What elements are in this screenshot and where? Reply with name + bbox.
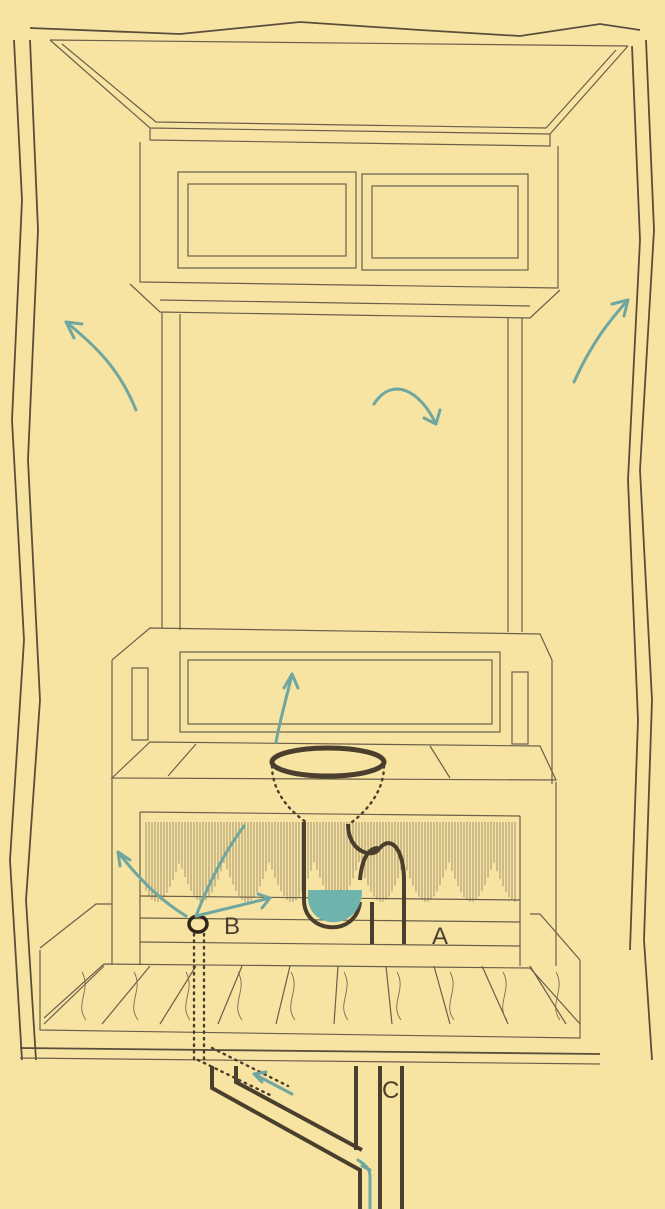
soil-pipe-C <box>210 1066 404 1209</box>
label-A: A <box>432 923 448 950</box>
seat-top <box>110 741 557 781</box>
ceiling-cornice <box>49 39 629 147</box>
wall-opening-outline <box>9 21 655 1061</box>
floor-plank-grain <box>43 965 567 1025</box>
airflow-arrow-center <box>372 387 438 426</box>
seat-opening <box>269 745 387 779</box>
water-seal <box>308 890 362 923</box>
airflow-arrow-in-pipe <box>252 1070 294 1096</box>
airflow-arrow-right <box>572 298 630 384</box>
label-C: C <box>382 1077 399 1104</box>
airflow-arrow-from-vent <box>194 824 246 918</box>
seat-back <box>111 627 553 784</box>
hopper-outline <box>270 764 386 824</box>
airflow-arrow-left <box>64 320 138 412</box>
airflow-arrow-up-from-seat <box>274 672 294 744</box>
airflow-arrows <box>64 298 630 1209</box>
floor-boards <box>19 903 601 1065</box>
label-B: B <box>224 913 240 940</box>
back-wall-panel <box>161 312 523 632</box>
upper-cupboard <box>129 142 561 319</box>
hatching <box>145 822 516 902</box>
seat-front-enclosure <box>111 780 557 966</box>
vent-pipe-dotted <box>192 932 290 1098</box>
s-trap-A <box>302 822 406 944</box>
